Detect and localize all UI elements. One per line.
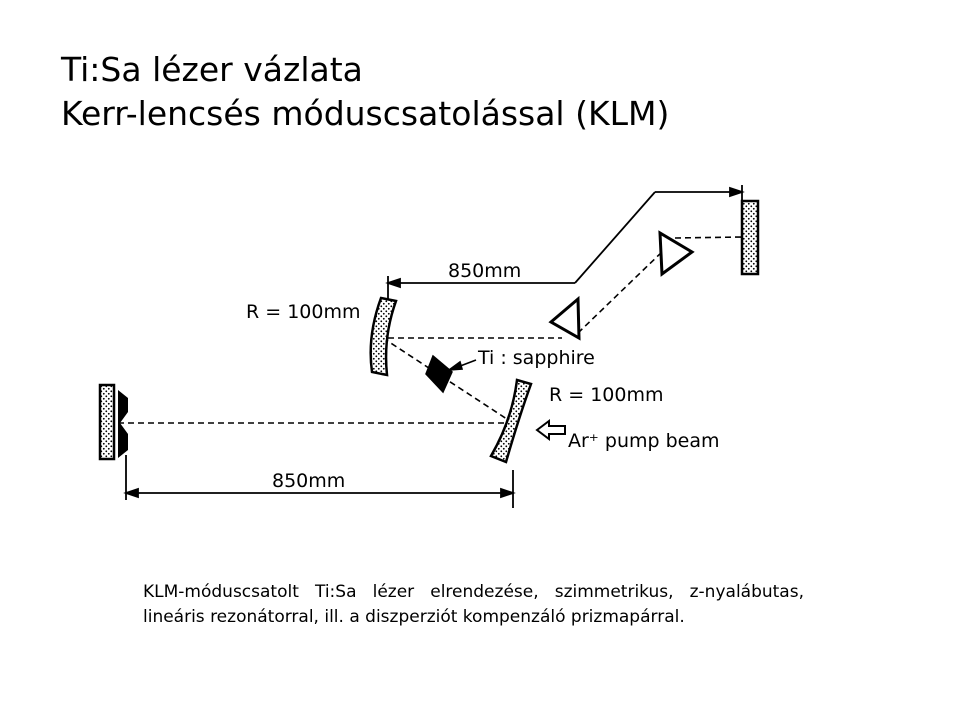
- prism-lower: [548, 295, 581, 341]
- pump-beam-label: Ar⁺ pump beam: [568, 430, 720, 452]
- title-line-1: Ti:Sa lézer vázlata: [61, 50, 363, 89]
- title-line-2: Kerr-lencsés móduscsatolással (KLM): [61, 94, 670, 133]
- right-end-mirror: [740, 199, 760, 276]
- lower-curved-mirror: [489, 378, 533, 464]
- upper-mirror-radius-label: R = 100mm: [246, 301, 360, 323]
- slide-title: Ti:Sa lézer vázlata Kerr-lencsés móduscs…: [61, 48, 669, 136]
- lower-mirror-radius-label: R = 100mm: [549, 384, 663, 406]
- prism-upper: [658, 230, 695, 277]
- beam-path: [118, 236, 743, 424]
- beam-prism-link: [577, 249, 665, 334]
- ti-sapphire-crystal: [425, 354, 453, 394]
- bottom-distance-dimension: [123, 455, 516, 508]
- beam-fold: [382, 337, 514, 424]
- top-distance-label: 850mm: [448, 260, 521, 282]
- beam-right-arm: [674, 236, 743, 239]
- crystal-leader: [446, 359, 477, 372]
- bottom-distance-label: 850mm: [272, 470, 345, 492]
- pump-beam-arrow: [535, 419, 566, 441]
- crystal-label: Ti : sapphire: [477, 347, 595, 369]
- top-distance-dimension: [385, 185, 745, 300]
- left-end-mirror: [98, 383, 128, 461]
- upper-curved-mirror: [369, 296, 398, 377]
- figure-caption: KLM-móduscsatolt Ti:Sa lézer elrendezése…: [143, 582, 804, 627]
